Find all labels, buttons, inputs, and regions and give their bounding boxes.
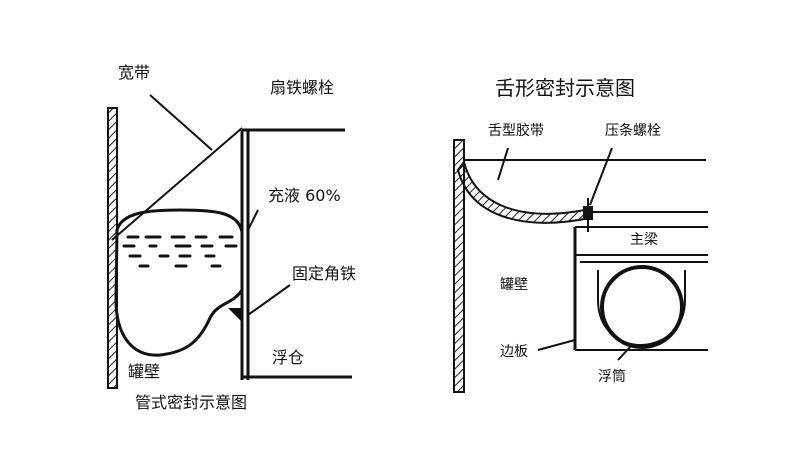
label-tongue-rubber-belt: 舌型胶带 xyxy=(488,123,544,139)
left-diagram-title: 管式密封示意图 xyxy=(135,393,248,412)
tongue-rubber-belt-shape xyxy=(456,159,592,224)
label-left-tank-wall: 罐壁 xyxy=(128,362,161,381)
leader-angle-iron xyxy=(247,284,291,316)
label-fill-liquid: 充液 60% xyxy=(268,186,341,205)
label-floating-compartment: 浮仓 xyxy=(272,348,305,367)
right-diagram-title: 舌形密封示意图 xyxy=(495,76,635,100)
tube-seal-body xyxy=(114,208,244,357)
wide-belt-line xyxy=(111,127,243,241)
label-main-beam: 主梁 xyxy=(630,232,658,248)
label-side-plate: 边板 xyxy=(500,344,528,360)
label-fixed-angle-iron: 固定角铁 xyxy=(292,264,357,283)
label-wide-belt: 宽带 xyxy=(118,63,151,82)
float-tube-circle xyxy=(600,265,684,349)
leader-side-plate xyxy=(537,339,576,351)
label-float-tube: 浮筒 xyxy=(598,369,626,385)
right-tank-wall xyxy=(453,139,465,393)
label-press-bar-bolt: 压条螺栓 xyxy=(605,123,661,139)
fixed-angle-iron-shape xyxy=(228,308,242,322)
label-right-tank-wall: 罐壁 xyxy=(500,277,528,293)
liquid-fill-marks xyxy=(122,235,238,268)
label-fan-iron-bolt: 扇铁螺栓 xyxy=(270,78,335,97)
right-tongue-seal-diagram xyxy=(453,139,708,393)
leader-press-bolt xyxy=(589,147,613,206)
leader-float-tube xyxy=(617,344,633,361)
leader-fill-liquid xyxy=(247,209,259,231)
leader-tongue-belt xyxy=(497,147,509,181)
left-tube-seal-diagram xyxy=(107,94,352,389)
leader-wide-belt xyxy=(149,94,213,151)
